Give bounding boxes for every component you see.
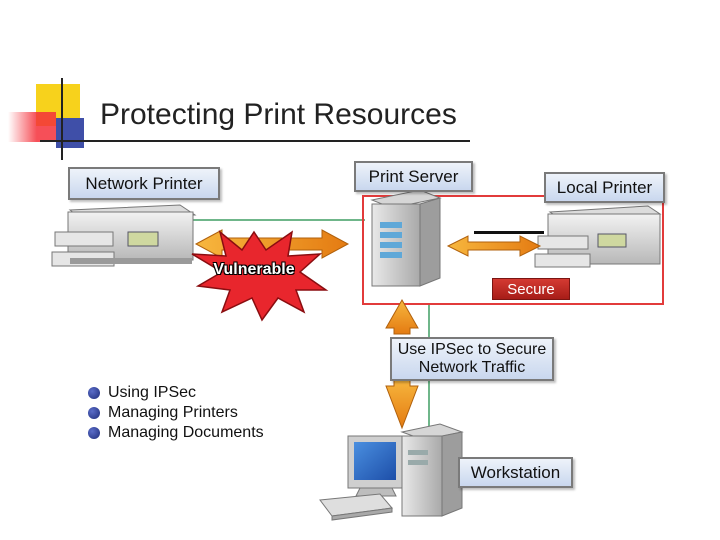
page-title: Protecting Print Resources — [100, 98, 457, 131]
local-printer-label-text: Local Printer — [556, 177, 653, 197]
secure-badge: Secure — [492, 278, 570, 300]
bullet-text: Managing Documents — [108, 424, 264, 441]
workstation-label-text: Workstation — [470, 462, 561, 482]
network-connector-horizontal — [190, 219, 365, 221]
print-server-label: Print Server — [354, 161, 473, 192]
ipsec-arrow-icon — [385, 298, 419, 430]
workstation-icon — [319, 423, 464, 521]
bullet-text: Using IPSec — [108, 384, 197, 401]
title-decoration-vertical-line — [61, 78, 63, 160]
bullet-dot-icon — [88, 387, 100, 399]
network-printer-label: Network Printer — [68, 167, 220, 200]
bullet-dot-icon — [88, 427, 100, 439]
network-printer-icon — [51, 204, 197, 267]
local-printer-label: Local Printer — [544, 172, 665, 203]
secure-link-arrow-icon — [446, 231, 544, 257]
vulnerable-burst-icon — [191, 229, 329, 322]
vulnerable-label: Vulnerable — [213, 261, 295, 278]
list-item: Managing Printers — [88, 403, 264, 423]
title-decoration-red — [8, 112, 56, 142]
print-server-icon — [370, 189, 442, 287]
list-item: Using IPSec — [88, 383, 264, 403]
ipsec-label-line2: Network Traffic — [418, 359, 526, 376]
local-printer-icon — [534, 205, 662, 268]
title-decoration-blue — [56, 118, 84, 148]
bullet-list: Using IPSec Managing Printers Managing D… — [88, 383, 264, 443]
print-server-label-text: Print Server — [368, 166, 459, 186]
workstation-label: Workstation — [458, 457, 573, 488]
list-item: Managing Documents — [88, 423, 264, 443]
secure-zone-border — [362, 195, 664, 305]
network-printer-label-text: Network Printer — [85, 173, 203, 193]
bullet-text: Managing Printers — [108, 404, 238, 421]
ipsec-label-line1: Use IPSec to Secure — [397, 341, 547, 358]
ipsec-label: Use IPSec to Secure Network Traffic — [390, 337, 554, 381]
title-underline — [40, 140, 470, 142]
bullet-dot-icon — [88, 407, 100, 419]
